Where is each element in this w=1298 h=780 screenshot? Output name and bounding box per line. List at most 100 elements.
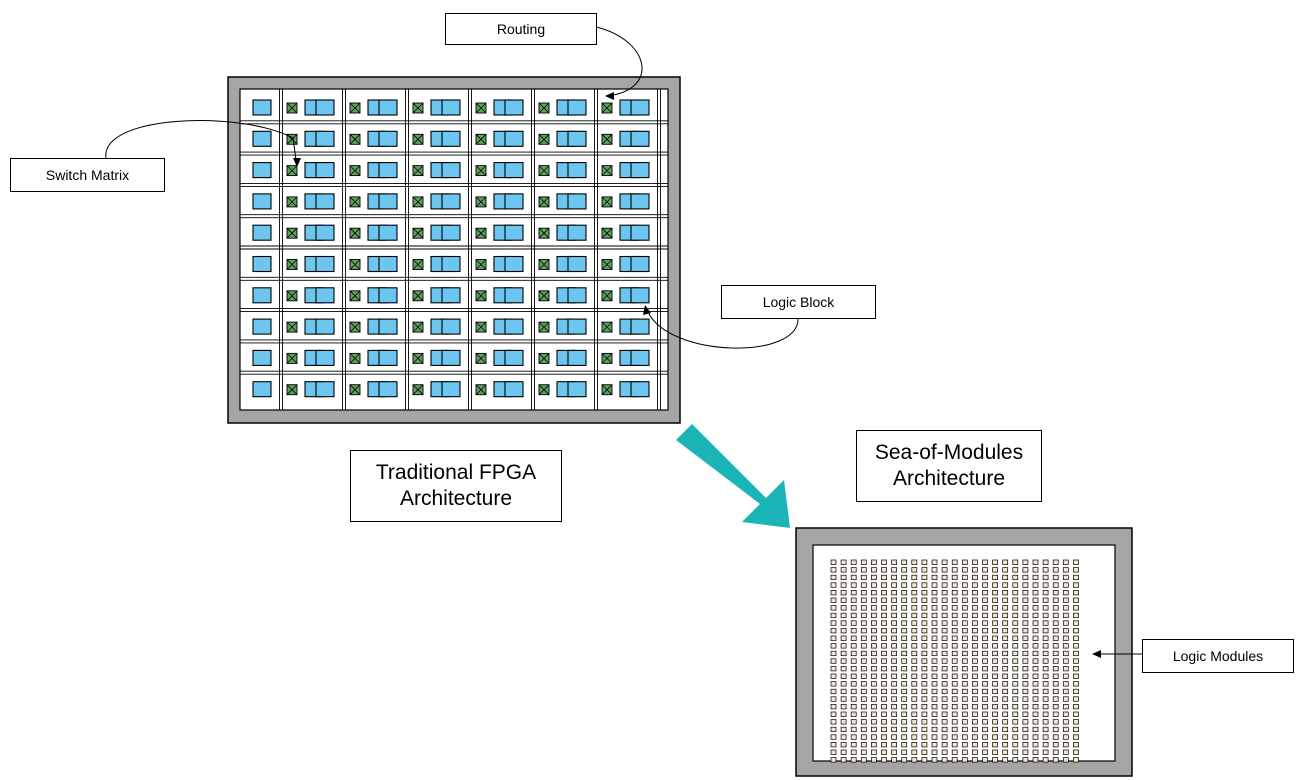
logic-block — [504, 349, 524, 366]
switch-cross — [601, 321, 613, 333]
logic-module — [911, 726, 918, 733]
logic-module — [1002, 734, 1009, 740]
logic-module — [871, 757, 877, 763]
logic-module — [1042, 574, 1049, 581]
logic-module — [901, 658, 908, 664]
logic-module — [901, 749, 908, 755]
logic-module — [1073, 559, 1079, 565]
logic-module — [1032, 726, 1039, 733]
logic-module — [1073, 590, 1079, 596]
logic-module — [911, 681, 918, 687]
logic-module — [830, 681, 837, 687]
logic-module — [911, 696, 918, 702]
logic-block — [252, 255, 272, 273]
logic-module — [1002, 749, 1009, 755]
logic-block — [252, 224, 272, 241]
logic-module — [911, 666, 918, 672]
switch-cross — [538, 196, 550, 208]
logic-module — [1073, 574, 1079, 581]
logic-module — [911, 749, 918, 755]
logic-block — [378, 381, 398, 398]
logic-block — [378, 287, 398, 304]
logic-module — [830, 582, 837, 588]
logic-block — [567, 287, 587, 304]
logic-module — [911, 590, 918, 596]
logic-module — [1032, 673, 1039, 679]
logic-module — [1002, 590, 1009, 596]
logic-module — [871, 612, 877, 619]
logic-module — [1032, 620, 1039, 626]
logic-module — [891, 620, 897, 626]
switch-cross — [286, 196, 298, 208]
logic-module — [1042, 704, 1049, 710]
logic-module — [911, 704, 918, 710]
logic-module — [830, 650, 837, 657]
switch-cross — [349, 102, 361, 114]
logic-module — [982, 688, 988, 695]
logic-module — [1042, 734, 1049, 740]
logic-module — [891, 734, 897, 740]
logic-module — [941, 673, 948, 679]
logic-module — [860, 574, 867, 581]
logic-module — [921, 620, 928, 626]
logic-module — [1062, 650, 1069, 657]
logic-module — [1042, 726, 1049, 733]
logic-block — [252, 287, 272, 304]
logic-module — [840, 559, 847, 565]
logic-module — [1073, 666, 1079, 672]
logic-module — [982, 605, 988, 611]
switch-cross — [601, 353, 613, 364]
logic-block — [252, 162, 272, 179]
logic-module — [921, 612, 928, 619]
logic-module — [982, 696, 988, 702]
logic-module — [1042, 650, 1049, 657]
logic-block — [378, 130, 398, 147]
switch-cross — [286, 290, 298, 302]
logic-module — [1062, 643, 1069, 649]
logic-module — [921, 597, 928, 603]
logic-module — [982, 597, 988, 603]
logic-module — [941, 666, 948, 672]
logic-module — [1002, 597, 1009, 603]
logic-block — [504, 381, 524, 398]
logic-block — [567, 99, 587, 116]
logic-module — [1052, 726, 1059, 733]
logic-module — [951, 711, 958, 717]
logic-module — [1052, 673, 1059, 679]
logic-module — [1012, 749, 1019, 755]
logic-module — [1052, 696, 1059, 702]
logic-module — [830, 635, 837, 641]
logic-block-label-text: Logic Block — [762, 294, 835, 310]
logic-module — [992, 688, 998, 695]
logic-module — [961, 666, 968, 672]
logic-module — [840, 711, 847, 717]
logic-module — [982, 742, 988, 748]
traditional-fpga-chip — [227, 76, 681, 424]
logic-module — [860, 757, 867, 763]
logic-module — [1022, 666, 1029, 672]
logic-module — [982, 650, 988, 657]
logic-block — [630, 162, 650, 179]
logic-module — [1002, 582, 1009, 588]
logic-module — [992, 559, 998, 565]
logic-module — [1002, 643, 1009, 649]
logic-module — [860, 749, 867, 755]
logic-module — [992, 696, 998, 702]
logic-module — [1073, 719, 1079, 725]
logic-module — [830, 612, 837, 619]
logic-module — [921, 742, 928, 748]
logic-module — [881, 704, 887, 710]
logic-module — [1002, 704, 1009, 710]
logic-module — [931, 650, 938, 657]
logic-module — [972, 688, 978, 695]
logic-module — [1032, 704, 1039, 710]
logic-module — [951, 666, 958, 672]
switch-cross — [349, 165, 361, 176]
logic-module — [850, 650, 857, 657]
routing-label: Routing — [445, 13, 597, 45]
logic-module — [901, 711, 908, 717]
logic-module — [901, 590, 908, 596]
logic-module — [1002, 719, 1009, 725]
switch-cross — [538, 353, 550, 364]
logic-module — [871, 650, 877, 657]
